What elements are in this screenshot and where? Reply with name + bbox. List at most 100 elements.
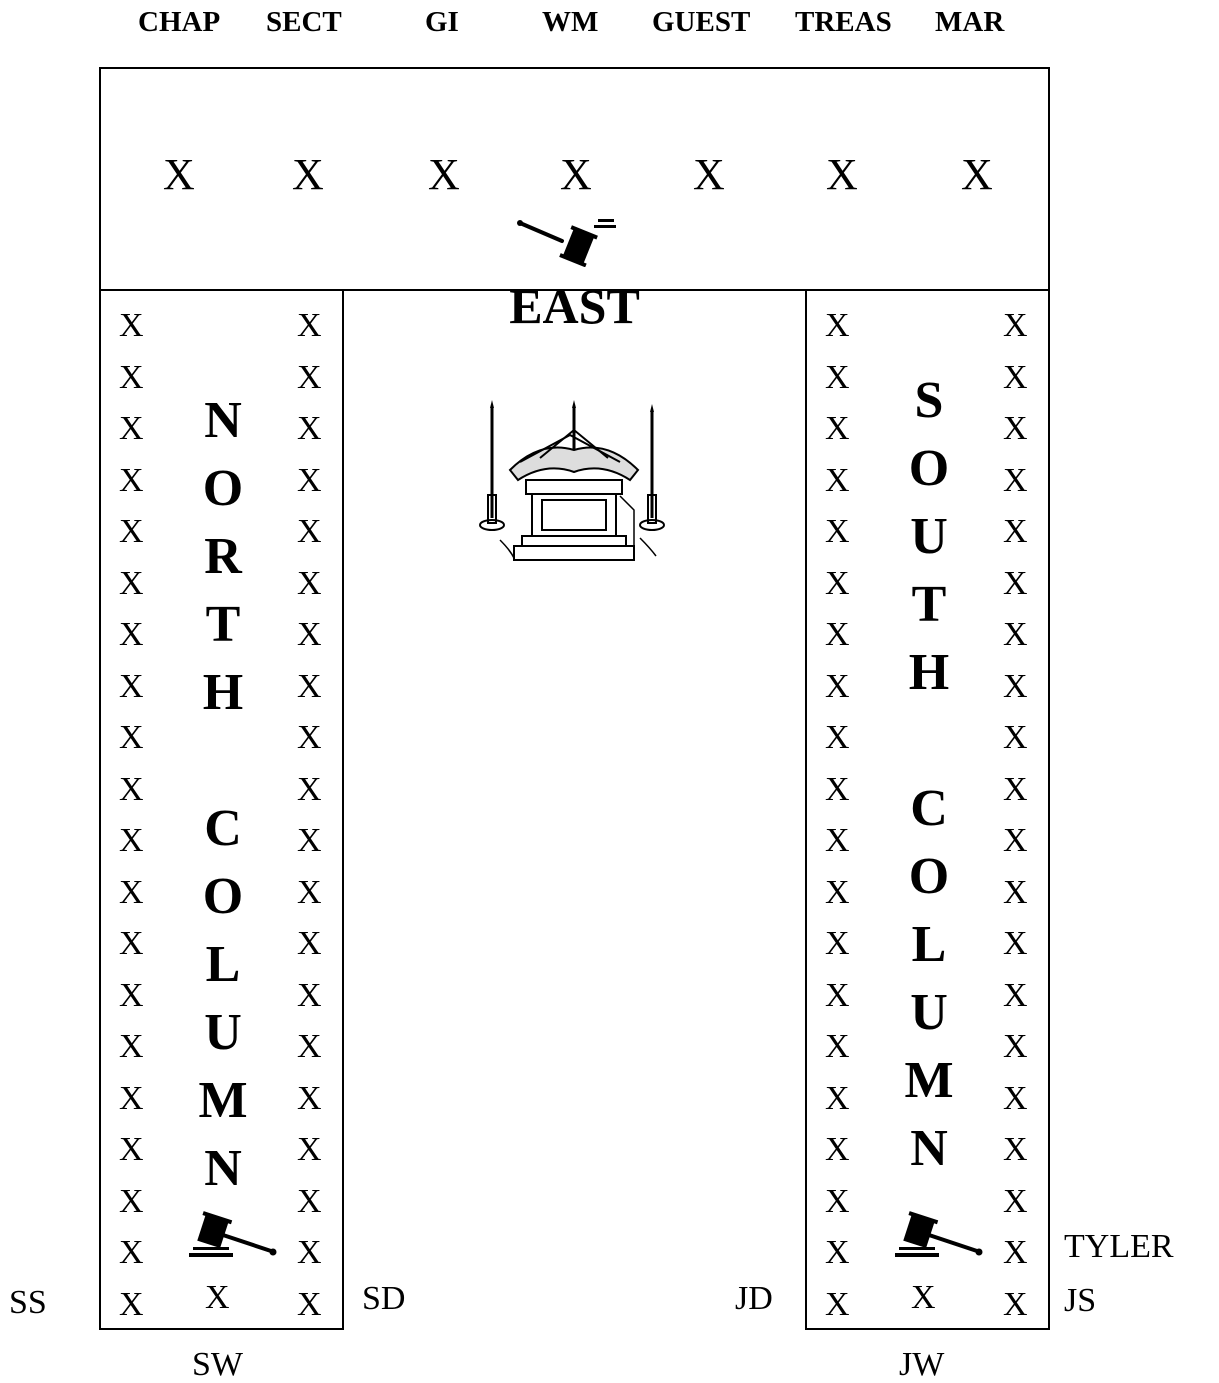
north-left-mark: X [119, 567, 144, 601]
north-left-mark: X [119, 927, 144, 961]
south-title-letter: O [899, 851, 959, 903]
north-title-letter: L [193, 939, 253, 991]
north-left-mark: X [119, 1030, 144, 1064]
south-right-mark: X [1003, 979, 1028, 1013]
north-bottom-mark: X [205, 1281, 230, 1315]
south-left-mark: X [825, 670, 850, 704]
south-left-mark: X [825, 927, 850, 961]
south-title-letter: T [899, 579, 959, 631]
north-title-letter: U [193, 1007, 253, 1059]
south-right-mark: X [1003, 1082, 1028, 1116]
north-left-mark: X [119, 361, 144, 395]
south-right-mark: X [1003, 927, 1028, 961]
label-jd: JD [735, 1282, 773, 1316]
south-left-mark: X [825, 412, 850, 446]
north-right-mark: X [297, 979, 322, 1013]
north-right-mark: X [297, 773, 322, 807]
north-right-mark: X [297, 1236, 322, 1270]
label-mar: MAR [935, 6, 1004, 39]
north-title-letter: M [193, 1075, 253, 1127]
east-mark: X [560, 153, 592, 197]
south-left-mark: X [825, 1030, 850, 1064]
south-title-letter: O [899, 443, 959, 495]
north-left-mark: X [119, 1133, 144, 1167]
north-left-mark: X [119, 824, 144, 858]
south-left-mark: X [825, 464, 850, 498]
south-left-mark: X [825, 1133, 850, 1167]
north-left-mark: X [119, 309, 144, 343]
south-title-letter: M [899, 1055, 959, 1107]
north-title-letter: O [193, 463, 253, 515]
east-mark: X [693, 153, 725, 197]
south-left-mark: X [825, 618, 850, 652]
north-right-mark: X [297, 824, 322, 858]
south-right-mark: X [1003, 464, 1028, 498]
south-left-mark: X [825, 567, 850, 601]
south-left-mark: X [825, 515, 850, 549]
south-title-letter: H [899, 647, 959, 699]
south-left-mark: X [825, 721, 850, 755]
gavel-icon [187, 1209, 279, 1261]
label-chap: CHAP [138, 6, 220, 39]
south-right-mark: X [1003, 1236, 1028, 1270]
label-guest: GUEST [652, 6, 750, 39]
east-mark: X [428, 153, 460, 197]
north-right-mark: X [297, 876, 322, 910]
south-right-mark: X [1003, 1030, 1028, 1064]
north-left-mark: X [119, 1082, 144, 1116]
south-right-mark: X [1003, 670, 1028, 704]
north-title-letter: R [193, 531, 253, 583]
north-left-mark: X [119, 1288, 144, 1322]
south-right-mark: X [1003, 361, 1028, 395]
north-left-mark: X [119, 618, 144, 652]
north-right-mark: X [297, 1185, 322, 1219]
south-left-mark: X [825, 1236, 850, 1270]
north-title-letter: O [193, 871, 253, 923]
north-left-mark: X [119, 1236, 144, 1270]
east-box: X X X X X X X EAST [99, 67, 1050, 291]
label-ss: SS [9, 1286, 47, 1320]
south-title-letter: L [899, 919, 959, 971]
south-right-mark: X [1003, 876, 1028, 910]
south-left-mark: X [825, 361, 850, 395]
north-right-mark: X [297, 464, 322, 498]
south-right-mark: X [1003, 412, 1028, 446]
north-left-mark: X [119, 412, 144, 446]
south-title-letter: U [899, 511, 959, 563]
north-left-mark: X [119, 721, 144, 755]
label-sw: SW [192, 1348, 243, 1382]
south-bottom-mark: X [911, 1281, 936, 1315]
label-tyler: TYLER [1064, 1230, 1174, 1264]
south-right-mark: X [1003, 721, 1028, 755]
south-left-mark: X [825, 773, 850, 807]
north-title-letter: N [193, 1143, 253, 1195]
north-left-mark: X [119, 515, 144, 549]
south-left-mark: X [825, 824, 850, 858]
east-mark: X [163, 153, 195, 197]
north-right-mark: X [297, 1133, 322, 1167]
south-right-mark: X [1003, 618, 1028, 652]
south-right-mark: X [1003, 773, 1028, 807]
gavel-icon [516, 219, 616, 267]
north-left-mark: X [119, 1185, 144, 1219]
south-left-mark: X [825, 1185, 850, 1219]
label-treas: TREAS [795, 6, 892, 39]
north-right-mark: X [297, 1288, 322, 1322]
north-right-mark: X [297, 515, 322, 549]
south-left-mark: X [825, 1288, 850, 1322]
north-right-mark: X [297, 721, 322, 755]
south-left-mark: X [825, 876, 850, 910]
label-js: JS [1064, 1284, 1096, 1318]
north-left-mark: X [119, 773, 144, 807]
south-right-mark: X [1003, 1133, 1028, 1167]
north-right-mark: X [297, 567, 322, 601]
south-title-letter: S [899, 375, 959, 427]
north-left-mark: X [119, 464, 144, 498]
north-title-letter: T [193, 599, 253, 651]
north-title-letter: N [193, 395, 253, 447]
south-title-letter: U [899, 987, 959, 1039]
south-left-mark: X [825, 1082, 850, 1116]
south-left-mark: X [825, 309, 850, 343]
